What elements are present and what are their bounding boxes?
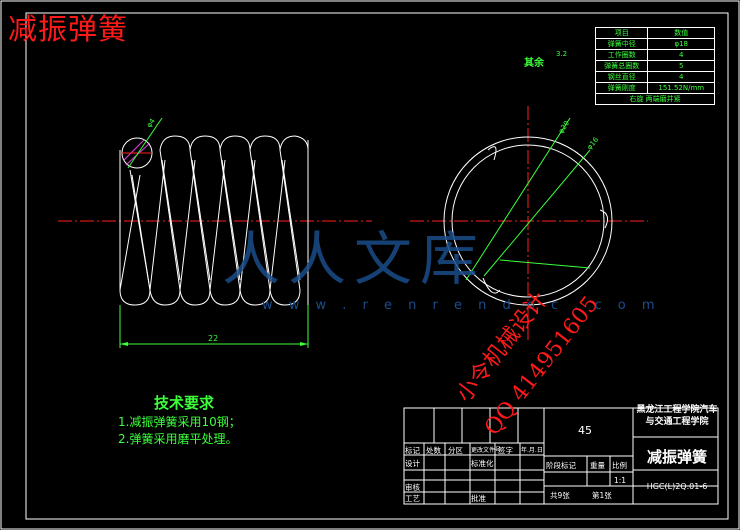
length-label: 22 <box>208 334 218 343</box>
material-label: 45 <box>578 424 592 437</box>
tb-col-mark: 标记 <box>405 446 420 455</box>
param-name: 弹簧总圈数 <box>594 60 649 72</box>
spring-end-notch-top <box>487 146 497 161</box>
spring-inner-circle <box>451 144 605 298</box>
spring-end-notch-bottom <box>482 277 501 294</box>
spring-outer-circle <box>443 136 613 306</box>
drawing-title: 减振弹簧 <box>8 12 129 46</box>
param-value: 4 <box>647 49 715 61</box>
tb-check: 审核 <box>405 483 420 492</box>
tech-requirements: 技术要求 1.减振弹簧采用10钢； 2.弹簧采用磨平处理。 <box>118 395 241 448</box>
tb-weight: 重量 <box>590 461 605 470</box>
watermark-url: w w w . r e n r e n d o c . c o m <box>262 298 661 313</box>
param-value: 151.52N/mm <box>647 82 715 94</box>
tb-sheet: 第1张 <box>592 491 612 500</box>
inner-dia-leader <box>483 149 591 277</box>
tb-design: 设计 <box>405 459 420 468</box>
length-arrow-right <box>300 342 308 346</box>
school-name: 黑龙江工程学院汽车与交通工程学院 <box>636 405 718 427</box>
outer-dia-leader <box>465 117 571 281</box>
tb-scale: 1:1 <box>614 476 627 485</box>
part-name: 减振弹簧 <box>646 448 707 466</box>
param-value: φ18 <box>647 38 715 50</box>
tb-col-count: 处数 <box>426 446 441 455</box>
param-value: 4 <box>647 71 715 83</box>
tech-heading: 技术要求 <box>154 394 215 412</box>
tech-item: 1.减振弹簧采用10钢； <box>118 415 241 429</box>
spring-front-view <box>119 135 309 306</box>
param-row: 弹簧总圈数 5 <box>594 60 715 72</box>
outer-diameter-label: φ20 <box>557 119 571 135</box>
param-row: 钢丝直径 4 <box>594 71 715 83</box>
param-name: 钢丝直径 <box>594 71 649 83</box>
param-header-value: 数值 <box>647 27 715 39</box>
length-arrow-left <box>120 342 128 346</box>
param-header-item: 项目 <box>594 27 649 39</box>
wire-dim-leader <box>127 117 163 169</box>
title-block-grid <box>403 407 719 505</box>
tb-scale-label: 比例 <box>612 461 627 470</box>
drawing-code: HGC(L)2Q.01-6 <box>646 482 708 491</box>
param-name: 弹簧刚度 <box>594 82 649 94</box>
tech-item: 2.弹簧采用磨平处理。 <box>118 432 238 446</box>
tb-col-date: 年.月.日 <box>521 447 543 454</box>
spring-end-notch <box>599 209 609 229</box>
tb-col-change: 更改文件号 <box>471 447 502 454</box>
tb-total-sheets: 共9张 <box>550 491 570 500</box>
dim-tail <box>499 259 591 269</box>
tb-col-sign: 签字 <box>498 446 513 455</box>
param-name: 工作圈数 <box>594 49 649 61</box>
param-header-row: 项目 数值 <box>594 27 715 39</box>
inner-diameter-label: φ16 <box>585 135 600 151</box>
param-row: 弹簧中径 φ18 <box>594 38 715 50</box>
wire-hatch-1 <box>123 139 145 161</box>
tb-approve: 批准 <box>471 494 486 503</box>
tb-process: 工艺 <box>405 494 420 503</box>
roughness-label: 其余 <box>524 58 544 69</box>
roughness-value: 3.2 <box>556 50 568 58</box>
tb-stage: 阶段标记 <box>546 461 576 470</box>
param-row: 弹簧刚度 151.52N/mm <box>594 82 715 94</box>
param-row: 工作圈数 4 <box>594 49 715 61</box>
param-value: 5 <box>647 60 715 72</box>
param-rest: 右旋 两端磨并紧 <box>595 93 715 105</box>
param-name: 弹簧中径 <box>594 38 649 50</box>
watermark-logo: 人人文库 <box>222 225 487 293</box>
tb-standard: 标准化 <box>471 459 494 468</box>
tb-col-zone: 分区 <box>448 446 463 455</box>
param-rest-row: 右旋 两端磨并紧 <box>595 93 715 105</box>
spring-parameter-table: 项目 数值 弹簧中径 φ18 工作圈数 4 弹簧总圈数 5 钢丝直径 4 弹簧刚… <box>594 27 715 105</box>
inner-frame <box>25 12 729 520</box>
